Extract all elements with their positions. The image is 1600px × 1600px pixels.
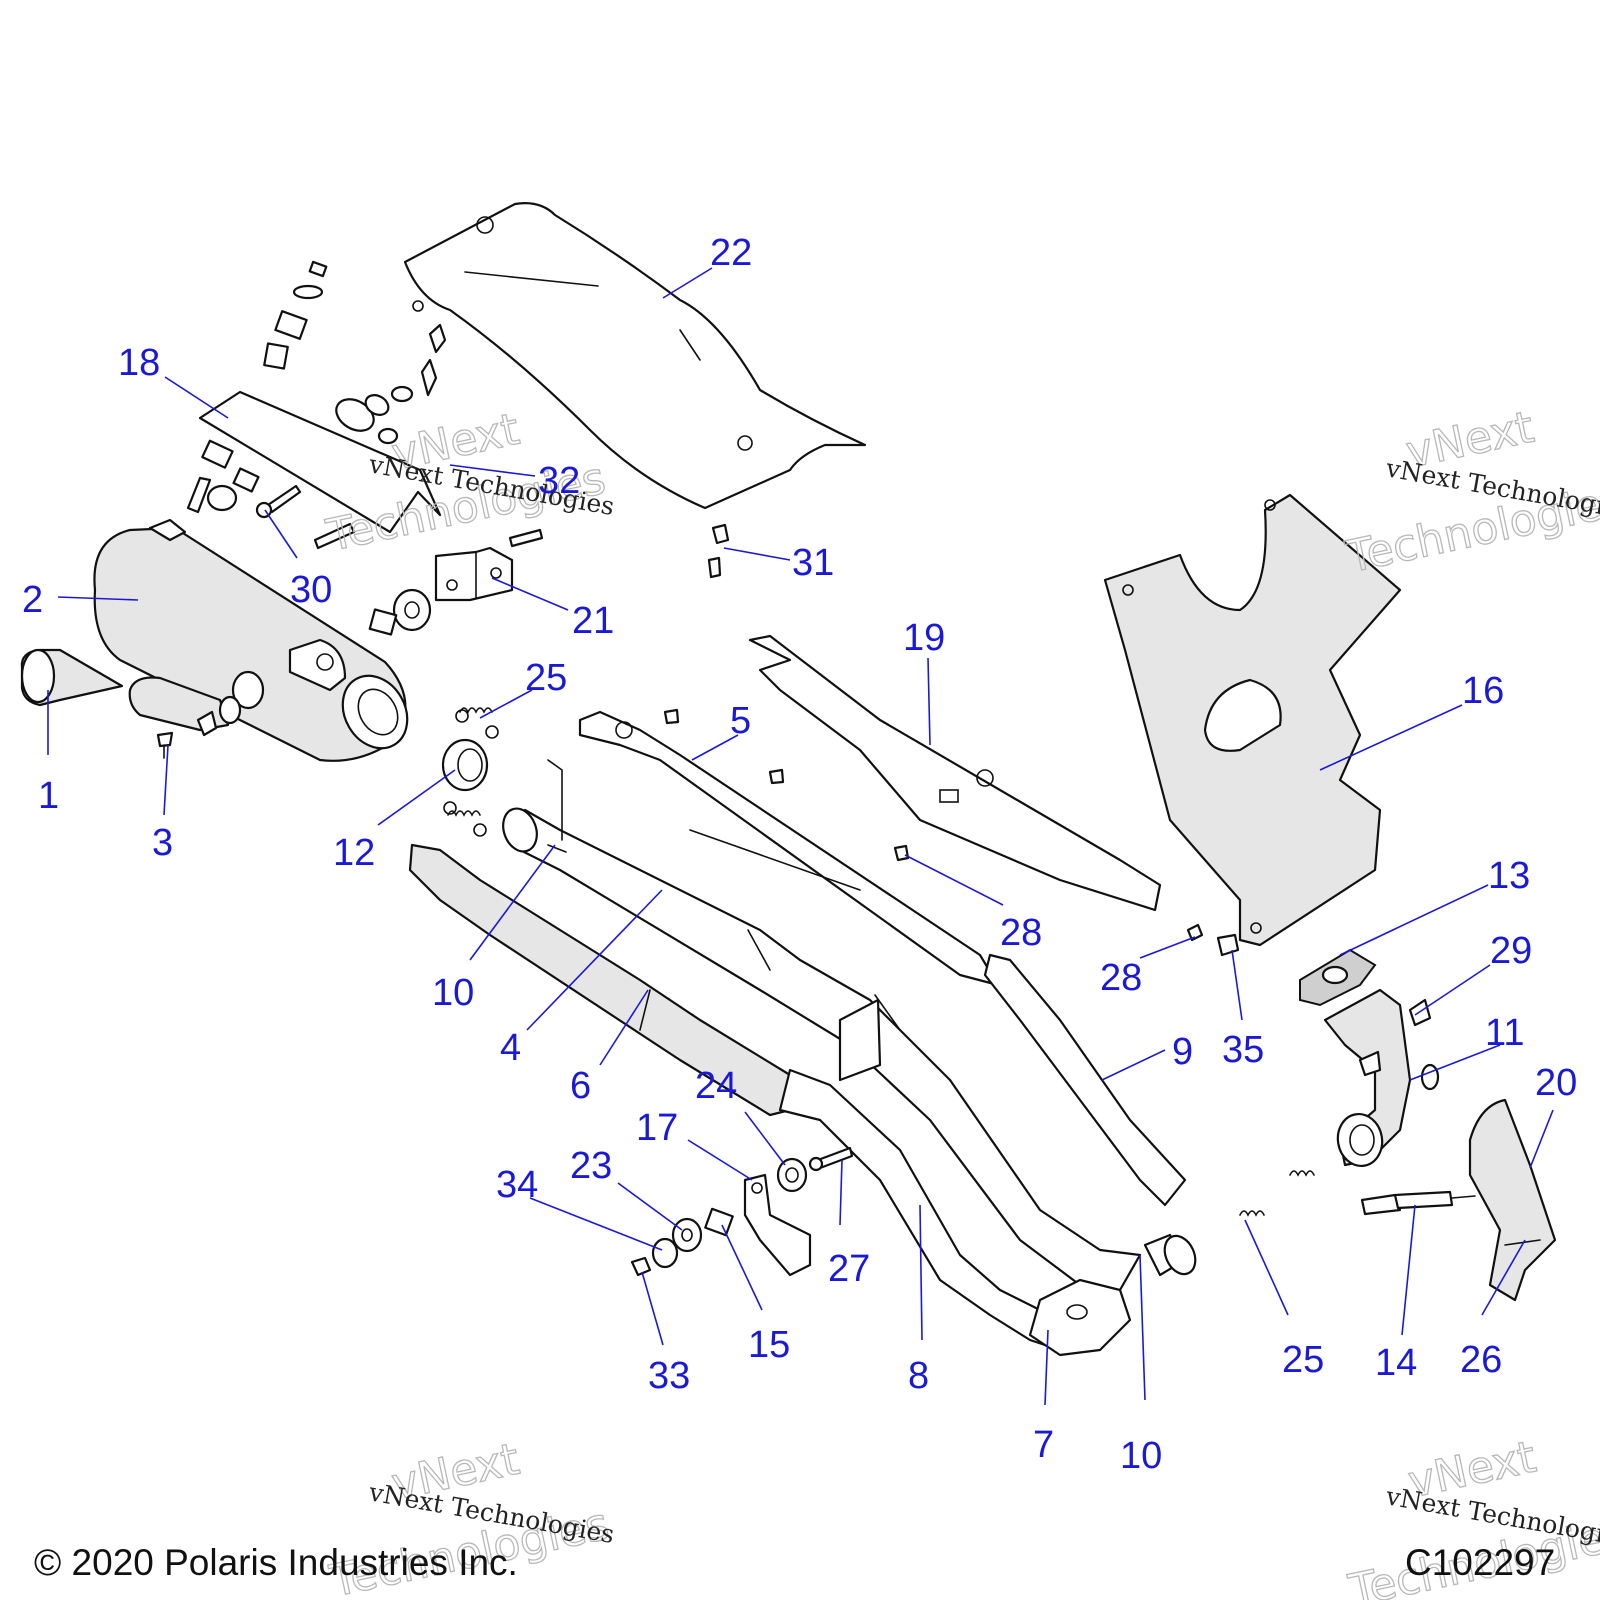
callout-25-upper: 25 (525, 657, 567, 699)
part-16-heat-shield (1103, 493, 1402, 947)
callout-13: 13 (1488, 855, 1530, 897)
callout-10-upper: 10 (432, 972, 474, 1014)
part-2-muffler (93, 518, 409, 762)
callout-3: 3 (152, 822, 173, 864)
callout-10-lower: 10 (1120, 1435, 1162, 1477)
part-spacer-grommet (368, 588, 432, 636)
callout-19: 19 (903, 617, 945, 659)
part-12-ring (441, 738, 489, 792)
callout-23: 23 (570, 1145, 612, 1187)
callout-22: 22 (710, 232, 752, 274)
callout-31: 31 (792, 542, 834, 584)
part-19-heat-shield (748, 634, 1162, 912)
part-9-cover (983, 953, 1187, 1207)
part-33-nut (630, 1256, 652, 1277)
part-20-shield (1468, 1098, 1557, 1302)
callout-5: 5 (730, 700, 751, 742)
callout-14: 14 (1375, 1342, 1417, 1384)
callout-6: 6 (570, 1065, 591, 1107)
part-grommets-cluster (335, 323, 447, 445)
part-7-elbow (1028, 1278, 1132, 1357)
callout-20: 20 (1535, 1062, 1577, 1104)
copyright-notice: © 2020 Polaris Industries Inc. (34, 1542, 518, 1583)
callout-12: 12 (333, 832, 375, 874)
part-1-tip (20, 648, 124, 707)
callout-27: 27 (828, 1248, 870, 1290)
part-14-o2-sensor (1360, 1190, 1476, 1216)
part-27-bolt (808, 1146, 854, 1172)
part-31-bolts (663, 523, 785, 785)
part-4-head-pipe (502, 807, 1142, 1292)
part-3-bolt (156, 731, 174, 759)
part-22-heat-shield (403, 202, 867, 510)
callout-21: 21 (572, 600, 614, 642)
part-24-grommet (776, 1157, 808, 1193)
callout-25-lower: 25 (1282, 1339, 1324, 1381)
callout-16: 16 (1462, 670, 1504, 712)
callout-17: 17 (636, 1107, 678, 1149)
part-10-clamp-lower (1143, 1233, 1197, 1277)
leader-lines (47, 267, 1554, 1406)
part-30-bolts (186, 439, 544, 550)
part-stack-grommets (263, 260, 328, 370)
part-outlet-tube (128, 670, 265, 737)
part-17-bracket (743, 1173, 812, 1277)
callout-7: 7 (1033, 1424, 1054, 1466)
callout-32: 32 (538, 460, 580, 502)
diagram-id: C102297 (1405, 1542, 1555, 1583)
callout-26: 26 (1460, 1339, 1502, 1381)
callout-35: 35 (1222, 1029, 1264, 1071)
part-25-spring-right (1239, 1170, 1315, 1217)
callout-8: 8 (908, 1355, 929, 1397)
part-25-spring-lower (443, 801, 487, 837)
part-28-35-clips (893, 844, 1240, 957)
callout-28-upper: 28 (1000, 912, 1042, 954)
callout-labels: 1 2 3 4 5 6 7 8 9 10 10 11 12 13 14 15 1… (22, 232, 1577, 1477)
part-21-bracket (434, 546, 514, 602)
callout-1: 1 (38, 775, 59, 817)
part-18-bracket-plate (198, 390, 442, 534)
callout-34: 34 (496, 1164, 538, 1206)
callout-29: 29 (1490, 930, 1532, 972)
part-15-spacer (704, 1207, 734, 1237)
callout-33: 33 (648, 1355, 690, 1397)
callout-2: 2 (22, 579, 43, 621)
part-23-washer (671, 1217, 703, 1253)
callout-15: 15 (748, 1324, 790, 1366)
callout-11: 11 (1485, 1012, 1524, 1054)
part-34-washer (651, 1237, 679, 1269)
callout-9: 9 (1172, 1031, 1193, 1073)
callout-28-lower: 28 (1100, 957, 1142, 999)
callout-24: 24 (695, 1065, 737, 1107)
part-13-gasket (1299, 948, 1377, 1007)
callout-4: 4 (500, 1027, 521, 1069)
callout-30: 30 (290, 569, 332, 611)
callout-18: 18 (118, 342, 160, 384)
part-25-spring-upper (455, 707, 499, 739)
part-10-clamp-upper (547, 759, 567, 853)
